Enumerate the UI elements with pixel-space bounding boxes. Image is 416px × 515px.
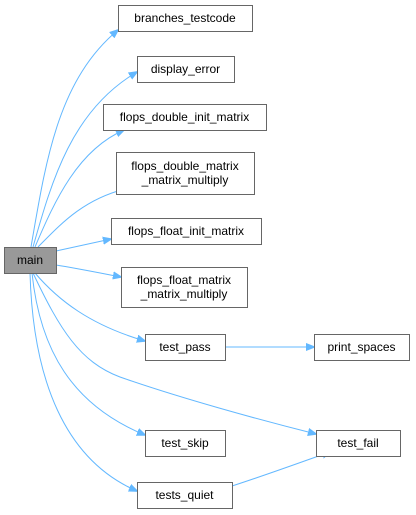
node-label-main: main bbox=[17, 253, 43, 267]
node-box-tests_quiet bbox=[137, 482, 233, 509]
node-label-flops_float_matrix_matrix_multiply-line2: _matrix_multiply bbox=[140, 287, 228, 301]
edge-main-to-flops_float_matrix_matrix_multiply bbox=[55, 264, 121, 277]
node-test_fail[interactable]: test_fail bbox=[316, 430, 401, 457]
edge-main-to-test_pass bbox=[34, 272, 145, 341]
node-test_skip[interactable]: test_skip bbox=[145, 430, 226, 457]
node-box-display_error bbox=[137, 56, 235, 83]
edge-main-to-flops_double_init_matrix bbox=[34, 130, 124, 248]
node-box-branches_testcode bbox=[118, 5, 253, 32]
node-label-test_fail: test_fail bbox=[337, 436, 378, 450]
node-display_error[interactable]: display_error bbox=[137, 56, 235, 83]
node-box-flops_double_matrix_matrix_multiply bbox=[116, 152, 255, 195]
node-label-tests_quiet: tests_quiet bbox=[155, 488, 214, 502]
edge-main-to-test_skip bbox=[31, 272, 145, 435]
node-main[interactable]: main bbox=[4, 247, 57, 274]
node-box-flops_float_init_matrix bbox=[111, 218, 262, 245]
edge-main-to-branches_testcode bbox=[30, 30, 118, 248]
node-branches_testcode[interactable]: branches_testcode bbox=[118, 5, 253, 32]
edge-main-to-tests_quiet bbox=[29, 272, 137, 491]
node-label-flops_double_matrix_matrix_multiply-line2: _matrix_multiply bbox=[141, 173, 229, 187]
node-flops_float_matrix_matrix_multiply[interactable]: flops_float_matrix_matrix_multiply bbox=[121, 267, 248, 308]
node-flops_double_matrix_matrix_multiply[interactable]: flops_double_matrix_matrix_multiply bbox=[116, 152, 255, 195]
node-box-test_pass bbox=[145, 334, 226, 361]
node-box-flops_double_init_matrix bbox=[103, 104, 267, 131]
node-label-flops_double_matrix_matrix_multiply-line1: flops_double_matrix bbox=[131, 159, 238, 173]
node-label-test_pass: test_pass bbox=[159, 340, 210, 354]
node-box-print_spaces bbox=[314, 334, 410, 361]
node-box-main bbox=[4, 247, 57, 274]
edge-main-to-flops_float_init_matrix bbox=[55, 239, 111, 252]
node-label-test_skip: test_skip bbox=[161, 436, 209, 450]
edge-tests_quiet-to-test_fail bbox=[231, 452, 330, 487]
node-box-flops_float_matrix_matrix_multiply bbox=[121, 267, 248, 308]
node-label-branches_testcode: branches_testcode bbox=[134, 11, 236, 25]
edge-main-to-flops_double_matrix_matrix_multiply bbox=[37, 189, 125, 248]
node-flops_float_init_matrix[interactable]: flops_float_init_matrix bbox=[111, 218, 262, 245]
node-label-flops_float_matrix_matrix_multiply-line1: flops_float_matrix bbox=[137, 273, 231, 287]
node-tests_quiet[interactable]: tests_quiet bbox=[137, 482, 233, 509]
node-print_spaces[interactable]: print_spaces bbox=[314, 334, 410, 361]
node-flops_double_init_matrix[interactable]: flops_double_init_matrix bbox=[103, 104, 267, 131]
edge-main-to-display_error bbox=[32, 72, 137, 248]
node-box-test_fail bbox=[316, 430, 401, 457]
edge-main-to-test_fail bbox=[32, 272, 316, 434]
node-test_pass[interactable]: test_pass bbox=[145, 334, 226, 361]
node-label-flops_float_init_matrix: flops_float_init_matrix bbox=[128, 224, 244, 238]
node-box-test_skip bbox=[145, 430, 226, 457]
node-label-display_error: display_error bbox=[151, 62, 220, 76]
node-label-flops_double_init_matrix: flops_double_init_matrix bbox=[120, 110, 249, 124]
node-label-print_spaces: print_spaces bbox=[327, 340, 395, 354]
